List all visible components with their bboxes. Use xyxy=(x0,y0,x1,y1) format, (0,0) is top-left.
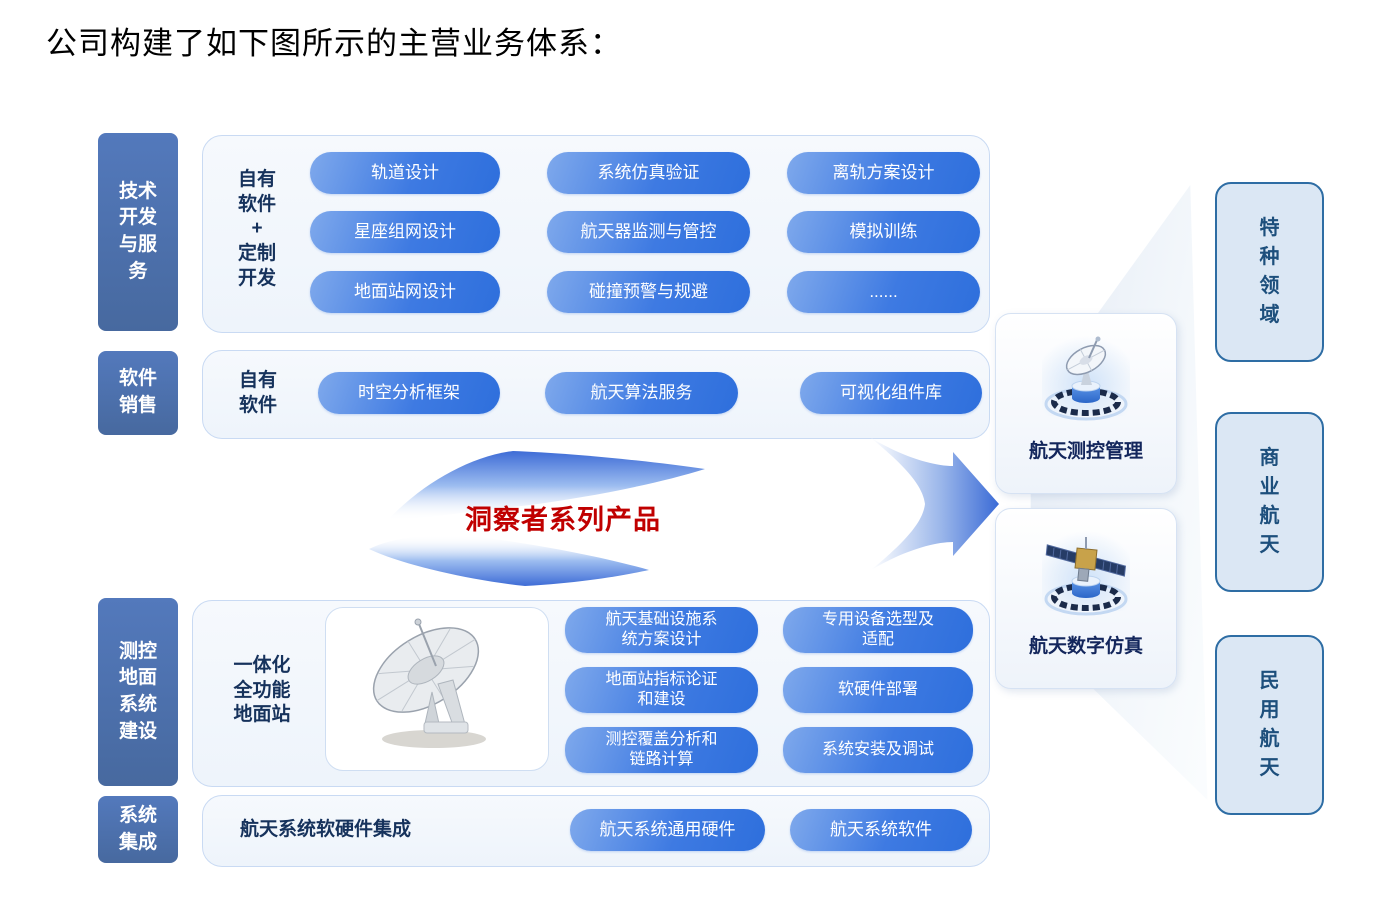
integration-inner-label: 航天系统软硬件集成 xyxy=(240,819,412,840)
capability-pill: 碰撞预警与规避 xyxy=(547,271,750,313)
capability-pill-ellipsis: ...... xyxy=(787,271,980,313)
capability-pill: 轨道设计 xyxy=(310,152,500,194)
insight-series-lens-shape xyxy=(365,437,1005,602)
capability-pill: 可视化组件库 xyxy=(800,372,982,414)
product-label: 航天数字仿真 xyxy=(1028,636,1143,657)
capability-pill: 航天器监测与管控 xyxy=(547,211,750,253)
category-software-sales: 软件 销售 xyxy=(98,351,178,435)
tech-inner-label: 自有 软件 + 定制 开发 xyxy=(237,169,276,289)
capability-pill: 航天算法服务 xyxy=(545,372,738,414)
product-label: 航天测控管理 xyxy=(1028,441,1143,462)
satellite-pedestal-icon xyxy=(1034,523,1138,627)
ground-station-dish-photo xyxy=(325,607,549,771)
product-box-digital-simulation: 航天数字仿真 xyxy=(995,508,1177,689)
capability-pill: 软硬件部署 xyxy=(783,667,973,713)
software-inner-label: 自有 软件 xyxy=(238,370,277,416)
category-tech-development: 技术 开发 与服 务 xyxy=(98,133,178,331)
domain-box-special-fields: 特 种 领 域 xyxy=(1215,182,1324,362)
capability-pill: 星座组网设计 xyxy=(310,211,500,253)
capability-pill: 模拟训练 xyxy=(787,211,980,253)
capability-pill: 地面站网设计 xyxy=(310,271,500,313)
right-flow-arrow-icon xyxy=(865,430,1005,575)
capability-pill: 航天系统软件 xyxy=(790,809,972,851)
capability-pill: 测控覆盖分析和 链路计算 xyxy=(565,727,758,773)
category-system-integration: 系统 集成 xyxy=(98,796,178,863)
capability-pill: 航天基础设施系 统方案设计 xyxy=(565,607,758,653)
capability-pill: 系统安装及调试 xyxy=(783,727,973,773)
ground-inner-label: 一体化 全功能 地面站 xyxy=(233,655,291,726)
category-ground-system: 测控 地面 系统 建设 xyxy=(98,598,178,786)
capability-pill: 系统仿真验证 xyxy=(547,152,750,194)
dish-shadow xyxy=(382,730,486,748)
domain-box-civil-space: 民 用 航 天 xyxy=(1215,635,1324,815)
satellite-dish-pedestal-icon xyxy=(1034,328,1138,432)
capability-pill: 地面站指标论证 和建设 xyxy=(565,667,758,713)
capability-pill: 航天系统通用硬件 xyxy=(570,809,765,851)
page-title: 公司构建了如下图所示的主营业务体系： xyxy=(46,26,622,61)
capability-pill: 时空分析框架 xyxy=(318,372,500,414)
capability-pill: 离轨方案设计 xyxy=(787,152,980,194)
capability-pill: 专用设备选型及 适配 xyxy=(783,607,973,653)
domain-box-commercial-space: 商 业 航 天 xyxy=(1215,412,1324,592)
insight-series-label: 洞察者系列产品 xyxy=(465,505,661,535)
product-box-ttc-management: 航天测控管理 xyxy=(995,313,1177,494)
